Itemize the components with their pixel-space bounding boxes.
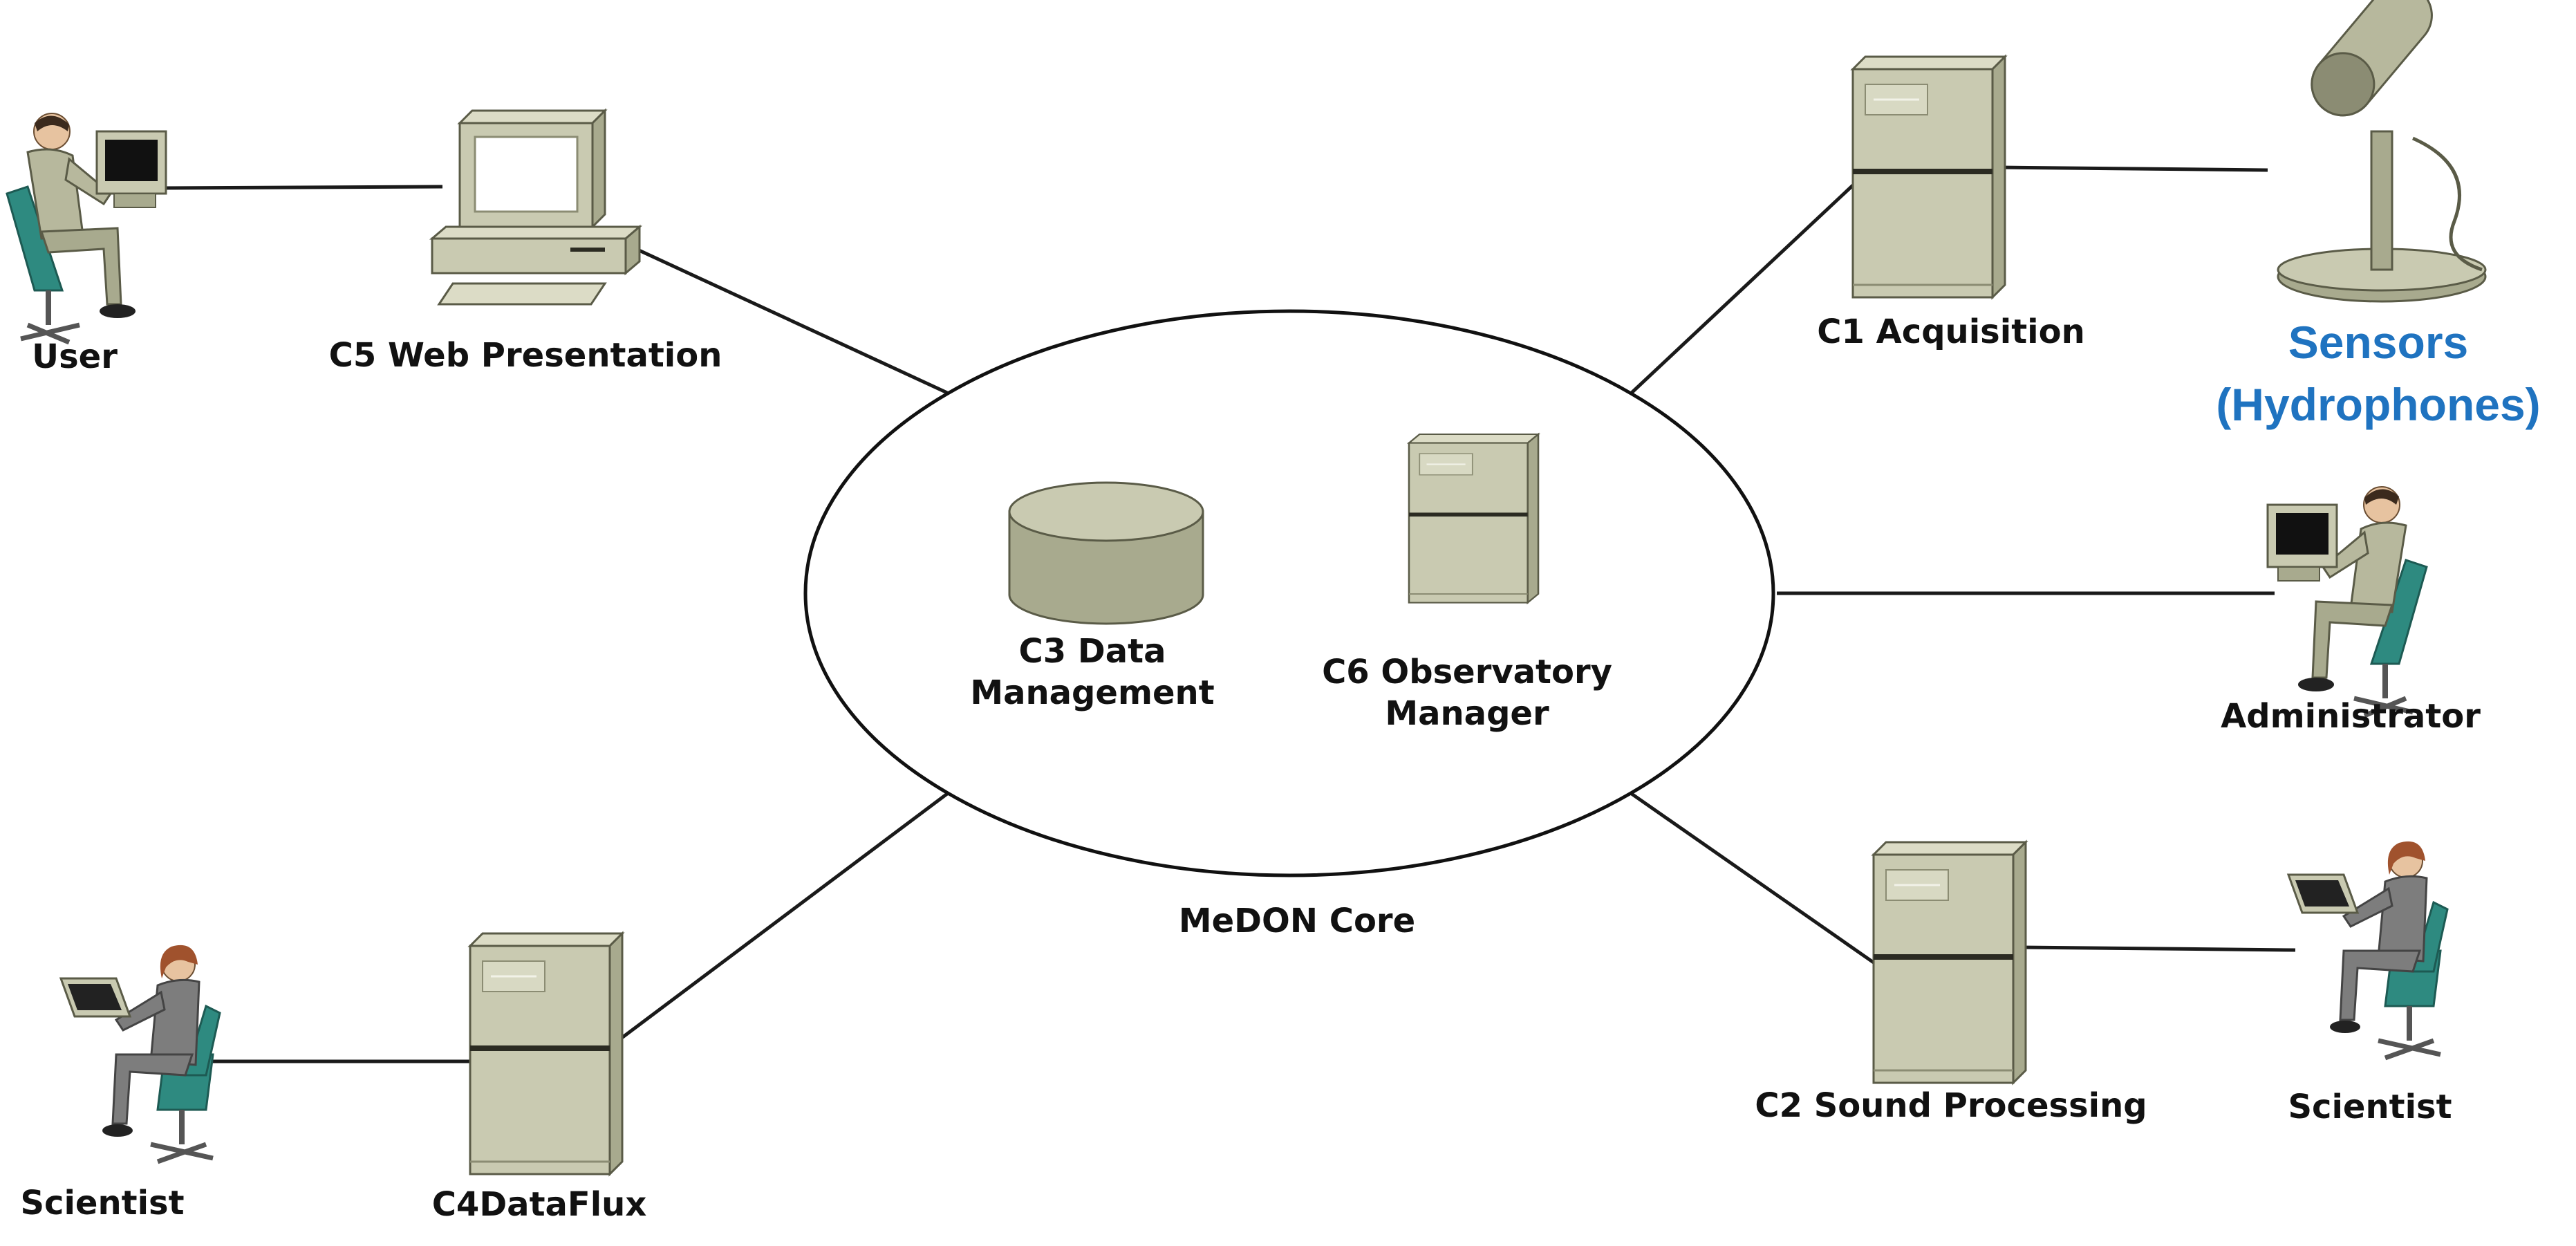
- administrator-label: Administrator: [2221, 697, 2481, 736]
- database-icon: [1008, 481, 1204, 625]
- connector-core-c4: [614, 792, 949, 1044]
- scientist-right-person-icon: [2288, 841, 2447, 1058]
- server-icon-c1: [1851, 55, 2006, 299]
- user-person-icon: [7, 113, 166, 342]
- scientist-left-label: Scientist: [20, 1184, 184, 1222]
- hydrophone-icon: [2277, 0, 2487, 303]
- connector-core-c2: [1630, 792, 1875, 965]
- scientist-left-person-icon: [61, 945, 220, 1162]
- c4-label: C4DataFlux: [432, 1185, 647, 1224]
- server-icon-c4: [469, 932, 624, 1175]
- c6-label-line1: C6 Observatory: [1322, 653, 1612, 691]
- scientist-right-label: Scientist: [2288, 1088, 2452, 1126]
- medon-core-ellipse: [803, 309, 1775, 877]
- server-icon-c6: [1408, 433, 1540, 604]
- connector-core-c1: [1630, 184, 1854, 394]
- c6-label-line2: Manager: [1385, 694, 1549, 733]
- server-icon-c2: [1872, 841, 2027, 1084]
- c2-label: C2 Sound Processing: [1755, 1086, 2147, 1125]
- desktop-computer-icon: [429, 108, 643, 306]
- connector-c2-scientist: [2018, 945, 2296, 952]
- administrator-person-icon: [2268, 487, 2427, 716]
- connector-user-c5: [151, 185, 443, 190]
- c3-label-line1: C3 Data: [1019, 632, 1166, 671]
- c3-label-line2: Management: [970, 673, 1214, 712]
- connector-c5-core: [635, 247, 949, 395]
- connector-c1-sensors: [1997, 165, 2268, 172]
- c1-label: C1 Acquisition: [1817, 313, 2085, 351]
- sensors-label-line2: (Hydrophones): [2216, 379, 2540, 430]
- core-label: MeDON Core: [1179, 902, 1415, 940]
- c5-label: C5 Web Presentation: [329, 336, 722, 375]
- sensors-label-line1: Sensors: [2288, 317, 2468, 368]
- user-label: User: [32, 337, 118, 376]
